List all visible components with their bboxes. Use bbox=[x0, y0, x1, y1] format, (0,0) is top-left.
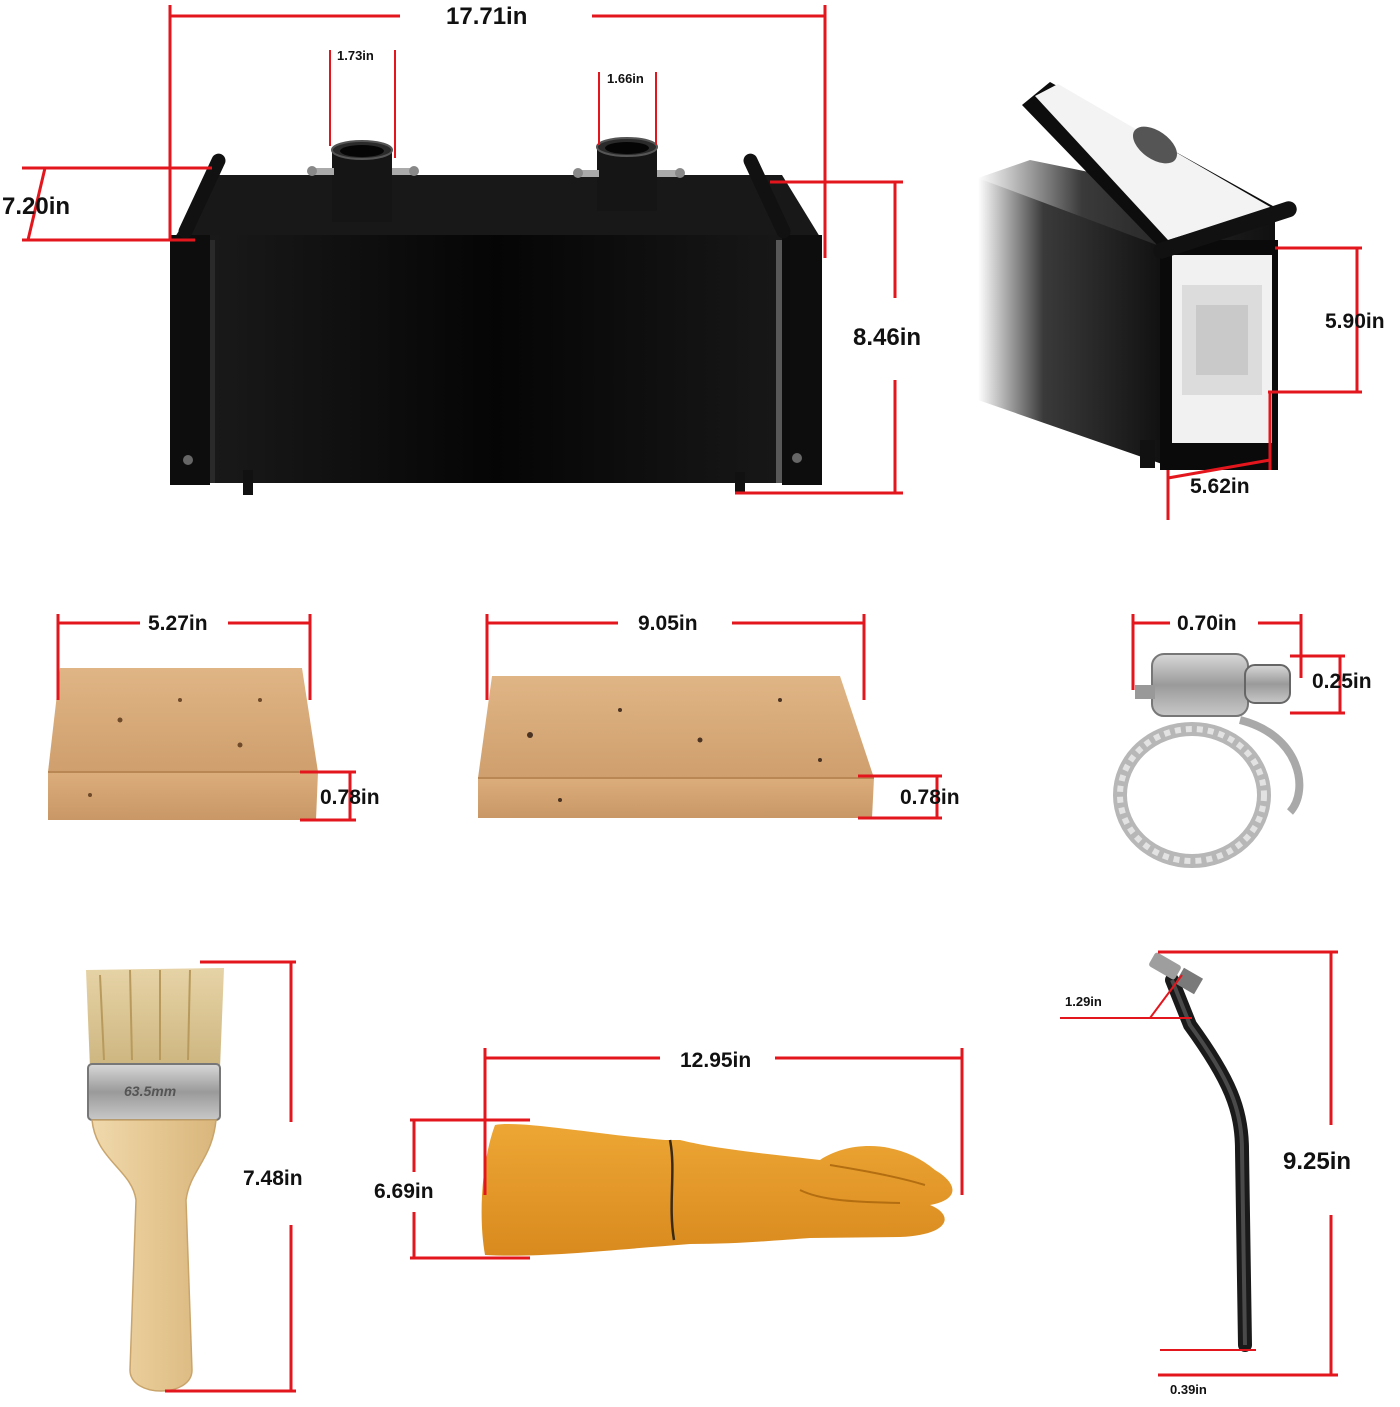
brick-small-thickness-label: 0.78in bbox=[320, 786, 380, 809]
forge-burner-port-left bbox=[307, 140, 419, 222]
brick-small-width-label: 5.27in bbox=[148, 612, 208, 635]
burner-rod bbox=[1149, 952, 1252, 1352]
clamp-height-label: 0.25in bbox=[1312, 670, 1372, 693]
brick-large-dimension-lines bbox=[485, 614, 942, 820]
brick-large-thickness-label: 0.78in bbox=[900, 786, 960, 809]
rod-bend-label: 1.29in bbox=[1065, 994, 1102, 1009]
forge-left-height-label: 7.20in bbox=[2, 193, 71, 220]
forge-port-left-label: 1.73in bbox=[337, 48, 374, 63]
brush-length-label: 7.48in bbox=[243, 1167, 303, 1190]
forge-port-right-label: 1.66in bbox=[607, 71, 644, 86]
forge-length-label: 17.71in bbox=[446, 3, 528, 30]
clamp-width-label: 0.70in bbox=[1177, 612, 1237, 635]
glove-height-label: 6.69in bbox=[374, 1180, 434, 1203]
forge-burner-port-right bbox=[573, 137, 685, 211]
forge-end-dimension-lines bbox=[1166, 246, 1362, 520]
rod-dimension-lines bbox=[1060, 950, 1338, 1377]
forge-end-lid bbox=[1022, 82, 1297, 259]
forge-body bbox=[170, 153, 822, 495]
brush-ferrule-text: 63.5mm bbox=[124, 1083, 177, 1099]
forge-right-height-label: 8.46in bbox=[853, 324, 922, 351]
glove-dimension-lines bbox=[410, 1048, 964, 1260]
rod-length-label: 9.25in bbox=[1283, 1148, 1352, 1175]
hose-clamp bbox=[1113, 653, 1304, 868]
glove-length-label: 12.95in bbox=[680, 1049, 752, 1072]
brick-large bbox=[478, 676, 874, 818]
forge-end-height-label: 5.90in bbox=[1325, 310, 1385, 333]
forge-dimension-lines bbox=[22, 5, 903, 495]
brick-small bbox=[48, 668, 318, 820]
welding-glove bbox=[481, 1123, 953, 1256]
brick-small-dimension-lines bbox=[56, 614, 356, 822]
paint-brush bbox=[86, 968, 224, 1392]
brick-large-width-label: 9.05in bbox=[638, 612, 698, 635]
clamp-dimension-lines bbox=[1131, 614, 1345, 715]
forge-end-width-label: 5.62in bbox=[1190, 475, 1250, 498]
brush-dimension-lines bbox=[165, 960, 296, 1393]
rod-diameter-label: 0.39in bbox=[1170, 1382, 1207, 1397]
